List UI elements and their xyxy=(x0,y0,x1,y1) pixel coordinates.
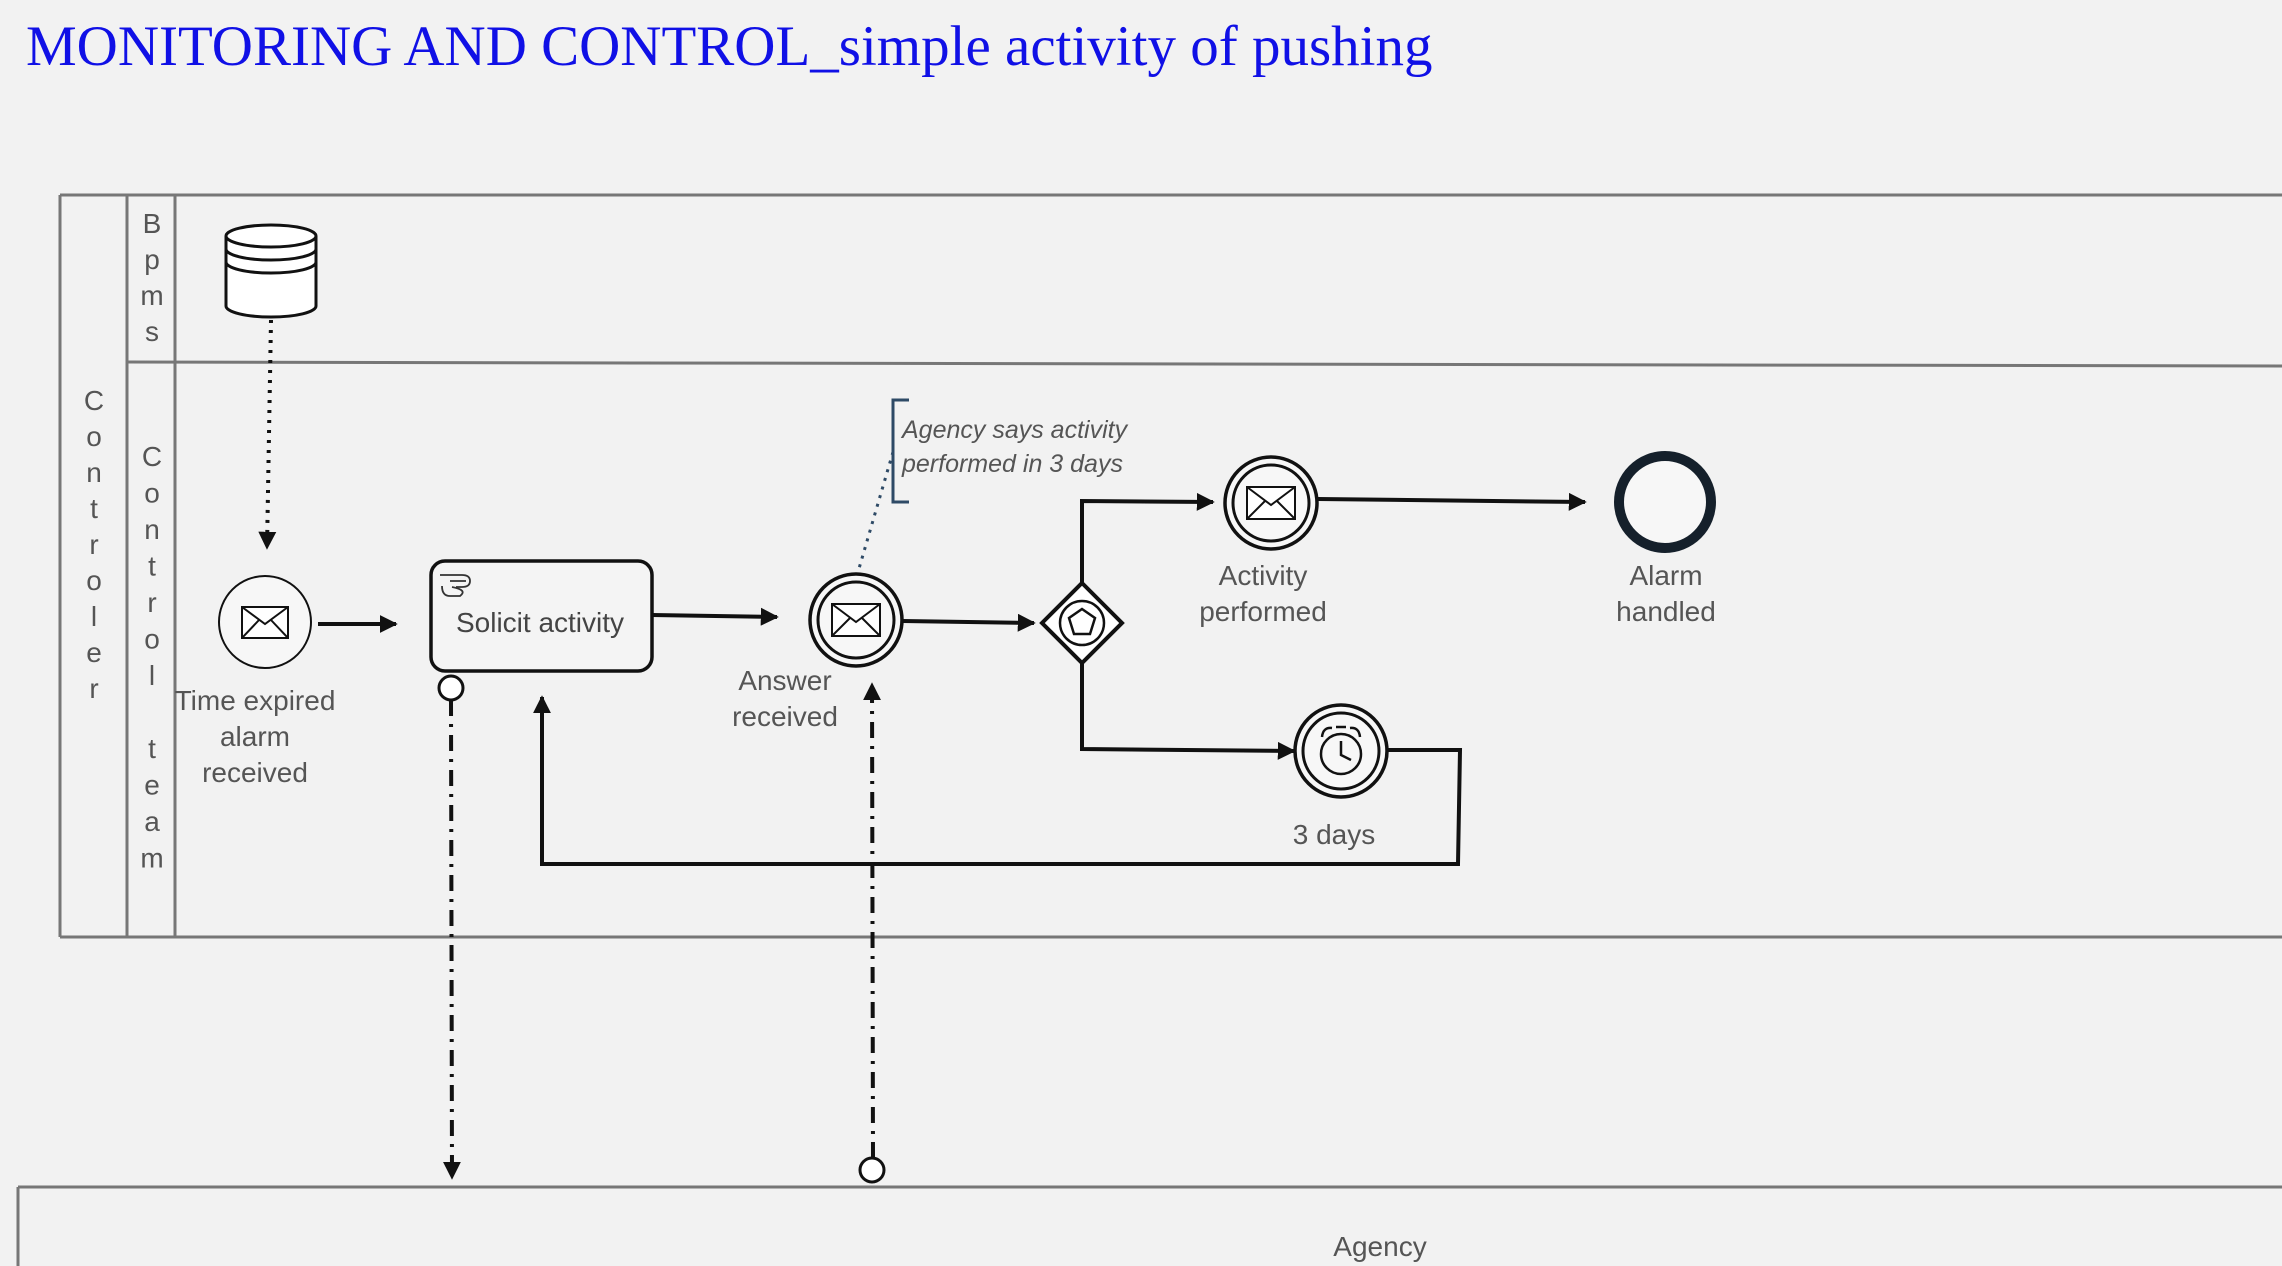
lane1-name-char: n xyxy=(144,514,160,545)
anno-text-line: Agency says activity xyxy=(900,416,1129,444)
message-flow-to-agency xyxy=(442,699,461,1180)
pool-name-char: t xyxy=(90,493,98,524)
task-message-port xyxy=(437,674,465,702)
end-label-line: handled xyxy=(1616,596,1716,627)
timer-event-label: 3 days xyxy=(1293,819,1376,850)
flow-timer-loop-to-task xyxy=(533,695,1463,866)
event-based-gateway[interactable] xyxy=(1039,580,1125,666)
page-title: MONITORING AND CONTROL_simple activity o… xyxy=(26,15,1433,78)
start-message-event[interactable] xyxy=(218,575,312,669)
lane1-name-char: o xyxy=(144,624,160,655)
envelope-icon xyxy=(241,606,289,639)
pool-name-char: C xyxy=(84,385,104,416)
end-event-label: Alarm handled xyxy=(1616,560,1716,627)
agency-pool[interactable] xyxy=(16,1185,2282,1266)
pool-name-char: l xyxy=(91,601,97,632)
lane1-name-char: o xyxy=(144,478,160,509)
task-label: Solicit activity xyxy=(456,607,624,638)
data-association xyxy=(258,319,277,550)
controler-pool[interactable] xyxy=(58,193,2282,939)
flow-gateway-to-performed xyxy=(1080,492,1215,583)
anno-text-line: performed in 3 days xyxy=(901,450,1123,478)
hand-icon xyxy=(440,574,471,597)
lane0-name-char: s xyxy=(145,316,159,347)
sequence-flows xyxy=(318,492,1587,866)
database-icon[interactable] xyxy=(224,223,318,319)
activity-performed-event[interactable] xyxy=(1223,455,1319,551)
start-label-line: alarm xyxy=(220,721,290,752)
performed-label-line: performed xyxy=(1199,596,1327,627)
answer-received-event[interactable] xyxy=(808,572,904,668)
pool-name-char: o xyxy=(86,421,102,452)
task-solicit-activity[interactable]: Solicit activity xyxy=(429,559,654,702)
lane1-name-char: r xyxy=(147,587,156,618)
pool-name-char: o xyxy=(86,565,102,596)
flow-task-to-answer xyxy=(651,607,779,626)
start-label-line: received xyxy=(202,757,308,788)
message-flows xyxy=(442,682,882,1180)
envelope-icon xyxy=(1246,486,1296,520)
timer-event[interactable] xyxy=(1293,703,1389,799)
lane0-name-char: m xyxy=(140,280,163,311)
start-label-line: Time expired xyxy=(175,685,336,716)
lane0-name-char: p xyxy=(144,244,160,275)
event-based-gateway-icon xyxy=(1058,599,1106,647)
lane0-name-char: B xyxy=(143,208,162,239)
lane1-name-char: e xyxy=(144,770,160,801)
performed-label-line: Activity xyxy=(1219,560,1308,591)
lane1-name-char: l xyxy=(149,660,155,691)
annotation-association xyxy=(856,451,895,573)
flow-performed-to-end xyxy=(1317,492,1587,511)
pool-name-char: n xyxy=(86,457,102,488)
answer-label-line: received xyxy=(732,701,838,732)
flow-gateway-to-timer xyxy=(1080,663,1296,760)
answer-event-label: Answer received xyxy=(732,665,838,732)
lane1-name-char: t xyxy=(148,551,156,582)
agency-message-port xyxy=(858,1156,886,1184)
pool-name-char: e xyxy=(86,637,102,668)
flow-answer-to-gateway xyxy=(902,613,1036,632)
lane1-name-char: C xyxy=(142,441,162,472)
start-event-label: Time expired alarm received xyxy=(175,685,336,788)
text-annotation[interactable]: Agency says activity performed in 3 days xyxy=(891,398,1129,504)
pool-name-char: r xyxy=(89,673,98,704)
end-label-line: Alarm xyxy=(1629,560,1702,591)
lane1-name-char: a xyxy=(144,806,160,837)
lane1-name-char: m xyxy=(140,843,163,874)
message-flow-from-agency xyxy=(863,682,882,1159)
alarm-clock-icon xyxy=(1319,725,1363,776)
end-event[interactable] xyxy=(1614,451,1716,553)
envelope-icon xyxy=(831,603,881,637)
annotation-text: Agency says activity performed in 3 days xyxy=(900,416,1129,478)
answer-label-line: Answer xyxy=(738,665,831,696)
pool-name-char: r xyxy=(89,529,98,560)
lane1-name-char: t xyxy=(148,733,156,764)
timer-label-line: 3 days xyxy=(1293,819,1376,850)
performed-event-label: Activity performed xyxy=(1199,560,1327,627)
agency-pool-label: Agency xyxy=(1333,1231,1426,1262)
